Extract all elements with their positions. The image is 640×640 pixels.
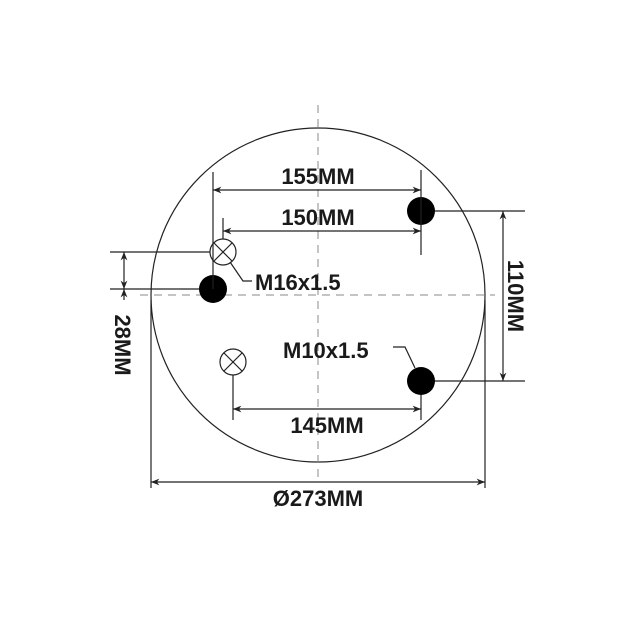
dimension-110-label: 110MM [503,260,528,332]
dimension-110: 110MM [435,210,528,382]
dimension-145-label: 145MM [290,413,363,438]
dimension-150-label: 150MM [281,205,354,230]
callout-m16: M16x1.5 [229,261,341,295]
dimension-28: 28MM [110,251,210,376]
air-fitting-cross-icon [209,238,237,266]
dimension-150: 150MM [222,205,421,239]
dimension-28-label: 28MM [110,314,135,375]
dimension-155: 155MM [212,164,422,289]
callout-m10: M10x1.5 [283,338,416,369]
stud-hole-bottom-right [407,367,435,395]
dimension-diameter-label: Ø273MM [273,486,363,511]
dimension-145: 145MM [232,375,422,438]
callout-m10-label: M10x1.5 [283,338,369,363]
small-fitting-cross-icon [219,348,247,376]
dimension-diameter: Ø273MM [150,300,486,511]
callout-m16-label: M16x1.5 [255,270,341,295]
dimension-155-label: 155MM [281,164,354,189]
